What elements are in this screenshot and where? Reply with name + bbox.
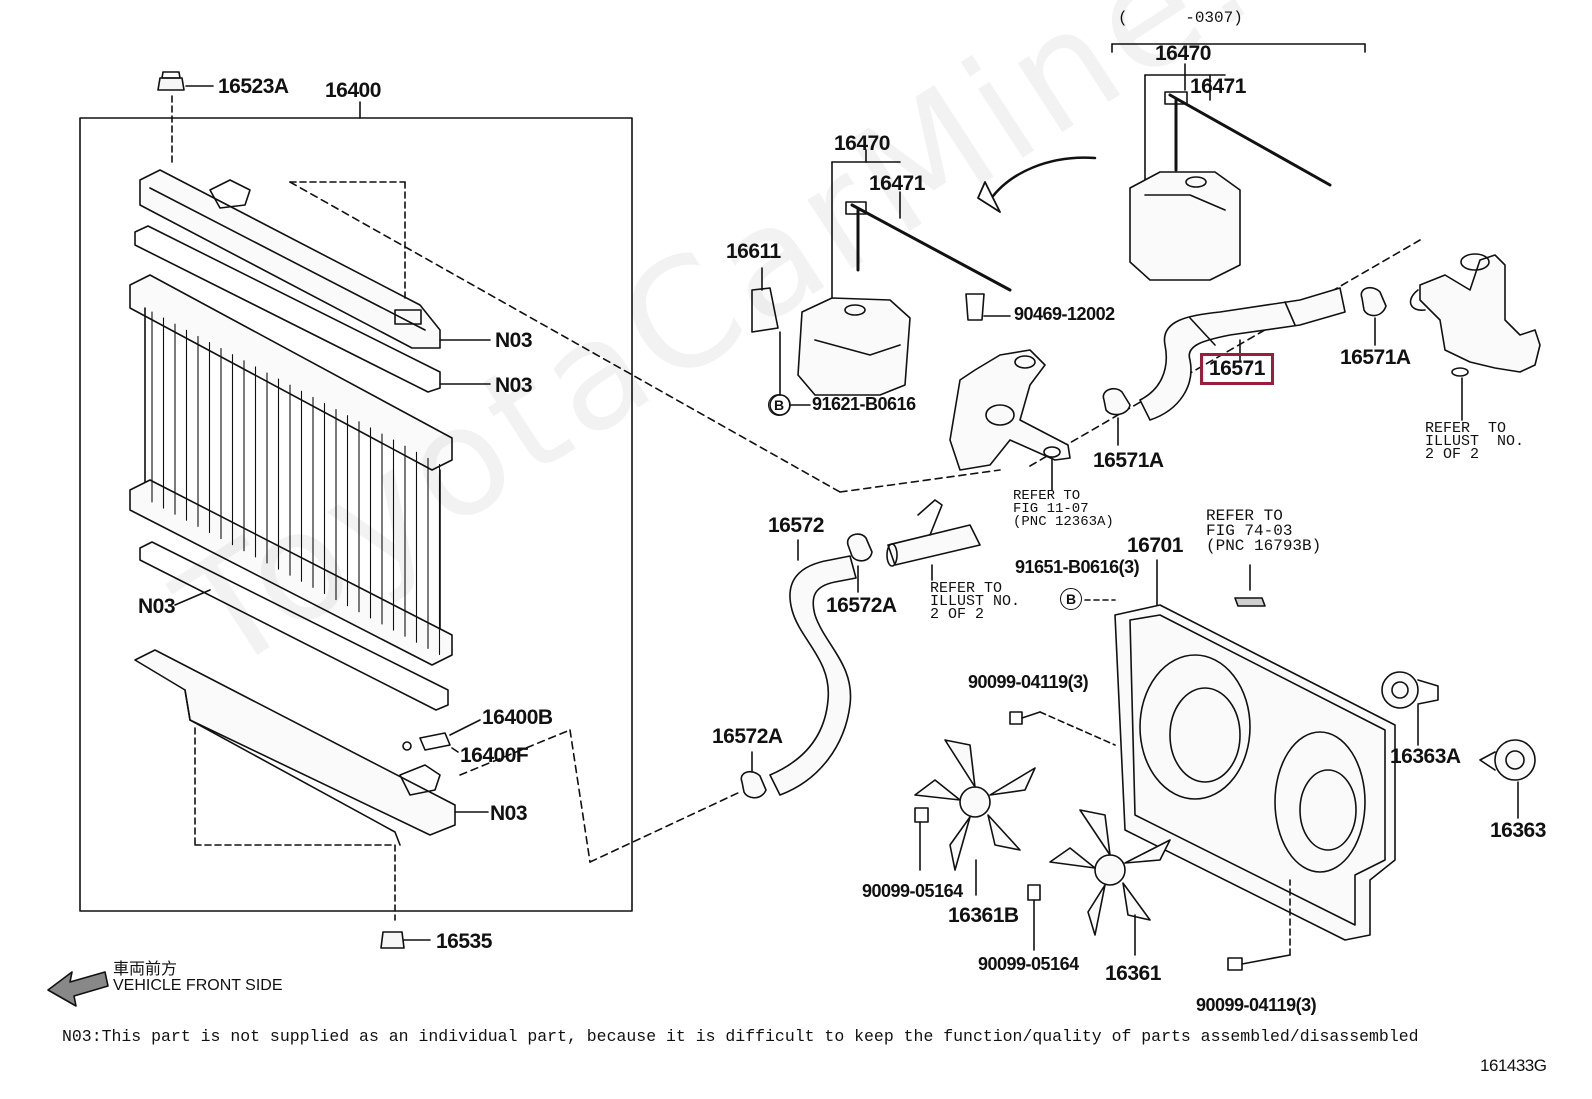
part-16471-top-label[interactable]: 16471: [1190, 75, 1246, 98]
part-16571A-left-label[interactable]: 16571A: [1093, 449, 1164, 472]
part-16572A-top-label[interactable]: 16572A: [826, 594, 897, 617]
part-16611-label[interactable]: 16611: [726, 240, 781, 263]
part-n03-lower-tank-label[interactable]: N03: [490, 802, 528, 825]
part-90099-04119-bottom-label[interactable]: 90099-04119(3): [1196, 995, 1317, 1015]
fan-shroud-16701-part: [1114, 604, 1396, 941]
part-16400F-label[interactable]: 16400F: [460, 744, 529, 767]
part-91651-label[interactable]: 91651-B0616(3): [1015, 557, 1140, 577]
bracket-16611-part: [751, 267, 779, 333]
part-90099-05164-mid-label[interactable]: 90099-05164: [978, 954, 1079, 974]
direction-arrow: [988, 156, 1097, 202]
radiator-core-part: [129, 274, 453, 666]
part-16363A-label[interactable]: 16363A: [1390, 745, 1461, 768]
part-16363-label[interactable]: 16363: [1490, 819, 1546, 842]
figure-id: 161433G: [1480, 1056, 1547, 1075]
part-16471-mid-label[interactable]: 16471: [869, 172, 925, 195]
part-16572A-bottom-label[interactable]: 16572A: [712, 725, 783, 748]
part-16571-label[interactable]: 16571: [1209, 357, 1265, 380]
bracket-assembly-part: [949, 293, 1071, 471]
upper-hose-16571-part: [1139, 287, 1346, 421]
part-16361B-label[interactable]: 16361B: [948, 904, 1019, 927]
lower-hose-16572-part: [769, 555, 857, 796]
part-n03-upper-tank-label[interactable]: N03: [495, 329, 533, 352]
nut-part: [1027, 884, 1041, 901]
upper-tank-part: [139, 169, 441, 349]
vehicle-front-arrow-icon: [47, 971, 109, 1007]
radiator-cap-16523A-part: [157, 71, 214, 91]
upper-gasket-part: [134, 225, 441, 393]
vehicle-front-jp: 車両前方: [113, 961, 178, 978]
refer-fig-11-07[interactable]: REFER TO FIG 11-07 (PNC 12363A): [1013, 488, 1114, 530]
part-16470-mid-label[interactable]: 16470: [834, 132, 890, 155]
part-16701-label[interactable]: 16701: [1127, 534, 1183, 557]
refer-fig-74-03[interactable]: REFER TO FIG 74-03 (PNC 16793B): [1206, 507, 1322, 555]
part-90099-04119-top-label[interactable]: 90099-04119(3): [968, 672, 1089, 692]
part-16572-label[interactable]: 16572: [768, 514, 824, 537]
nut-part: [914, 807, 929, 823]
water-outlet-part: [1409, 253, 1541, 377]
fan-16361B-part: [914, 739, 1036, 871]
refer-illust-mid[interactable]: REFER TO ILLUST NO. 2 OF 2: [930, 580, 1021, 623]
clamp-16571A-part: [1102, 286, 1387, 416]
lower-gasket-part: [139, 541, 449, 711]
vehicle-front-side: VEHICLE FRONT SIDE: [113, 977, 283, 994]
circle-b-marker: B: [768, 394, 790, 416]
part-16361-label[interactable]: 16361: [1105, 962, 1161, 985]
fan-motor-16363A-part: [1381, 671, 1439, 709]
reservoir-mid-part: [797, 201, 1012, 396]
footnote: N03:This part is not supplied as an indi…: [62, 1027, 1419, 1046]
fan-motor-16363-part: [1479, 739, 1536, 781]
part-16400-label[interactable]: 16400: [325, 79, 381, 102]
radiator-frame: [79, 117, 633, 912]
date-range: ( -0307): [1118, 9, 1243, 27]
refer-illust-right[interactable]: REFER TO ILLUST NO. 2 OF 2: [1425, 420, 1525, 463]
reservoir-top-part: [1129, 91, 1332, 281]
bolt-part: [1227, 957, 1243, 971]
part-16535-label[interactable]: 16535: [436, 930, 492, 953]
bolt-part: [1009, 711, 1023, 725]
drain-plug-16535-part: [380, 931, 431, 949]
part-n03-upper-gasket-label[interactable]: N03: [495, 374, 533, 397]
lower-tank-part: [134, 649, 456, 846]
part-16470-top-label[interactable]: 16470: [1155, 42, 1211, 65]
part-91621-label[interactable]: 91621-B0616: [812, 394, 916, 414]
circle-b-marker: B: [1060, 588, 1082, 610]
fan-16361-part: [1049, 809, 1171, 936]
part-16400B-label[interactable]: 16400B: [482, 706, 553, 729]
part-n03-lower-gasket-label[interactable]: N03: [138, 595, 176, 618]
highlighted-part-box[interactable]: 16571: [1200, 353, 1274, 385]
part-16523A-label[interactable]: 16523A: [218, 75, 289, 98]
part-90099-05164-left-label[interactable]: 90099-05164: [862, 881, 963, 901]
water-pipe-part: [886, 499, 981, 567]
part-16571A-right-label[interactable]: 16571A: [1340, 346, 1411, 369]
clamp-16572A-part: [740, 533, 873, 799]
part-90469-label[interactable]: 90469-12002: [1014, 304, 1115, 324]
